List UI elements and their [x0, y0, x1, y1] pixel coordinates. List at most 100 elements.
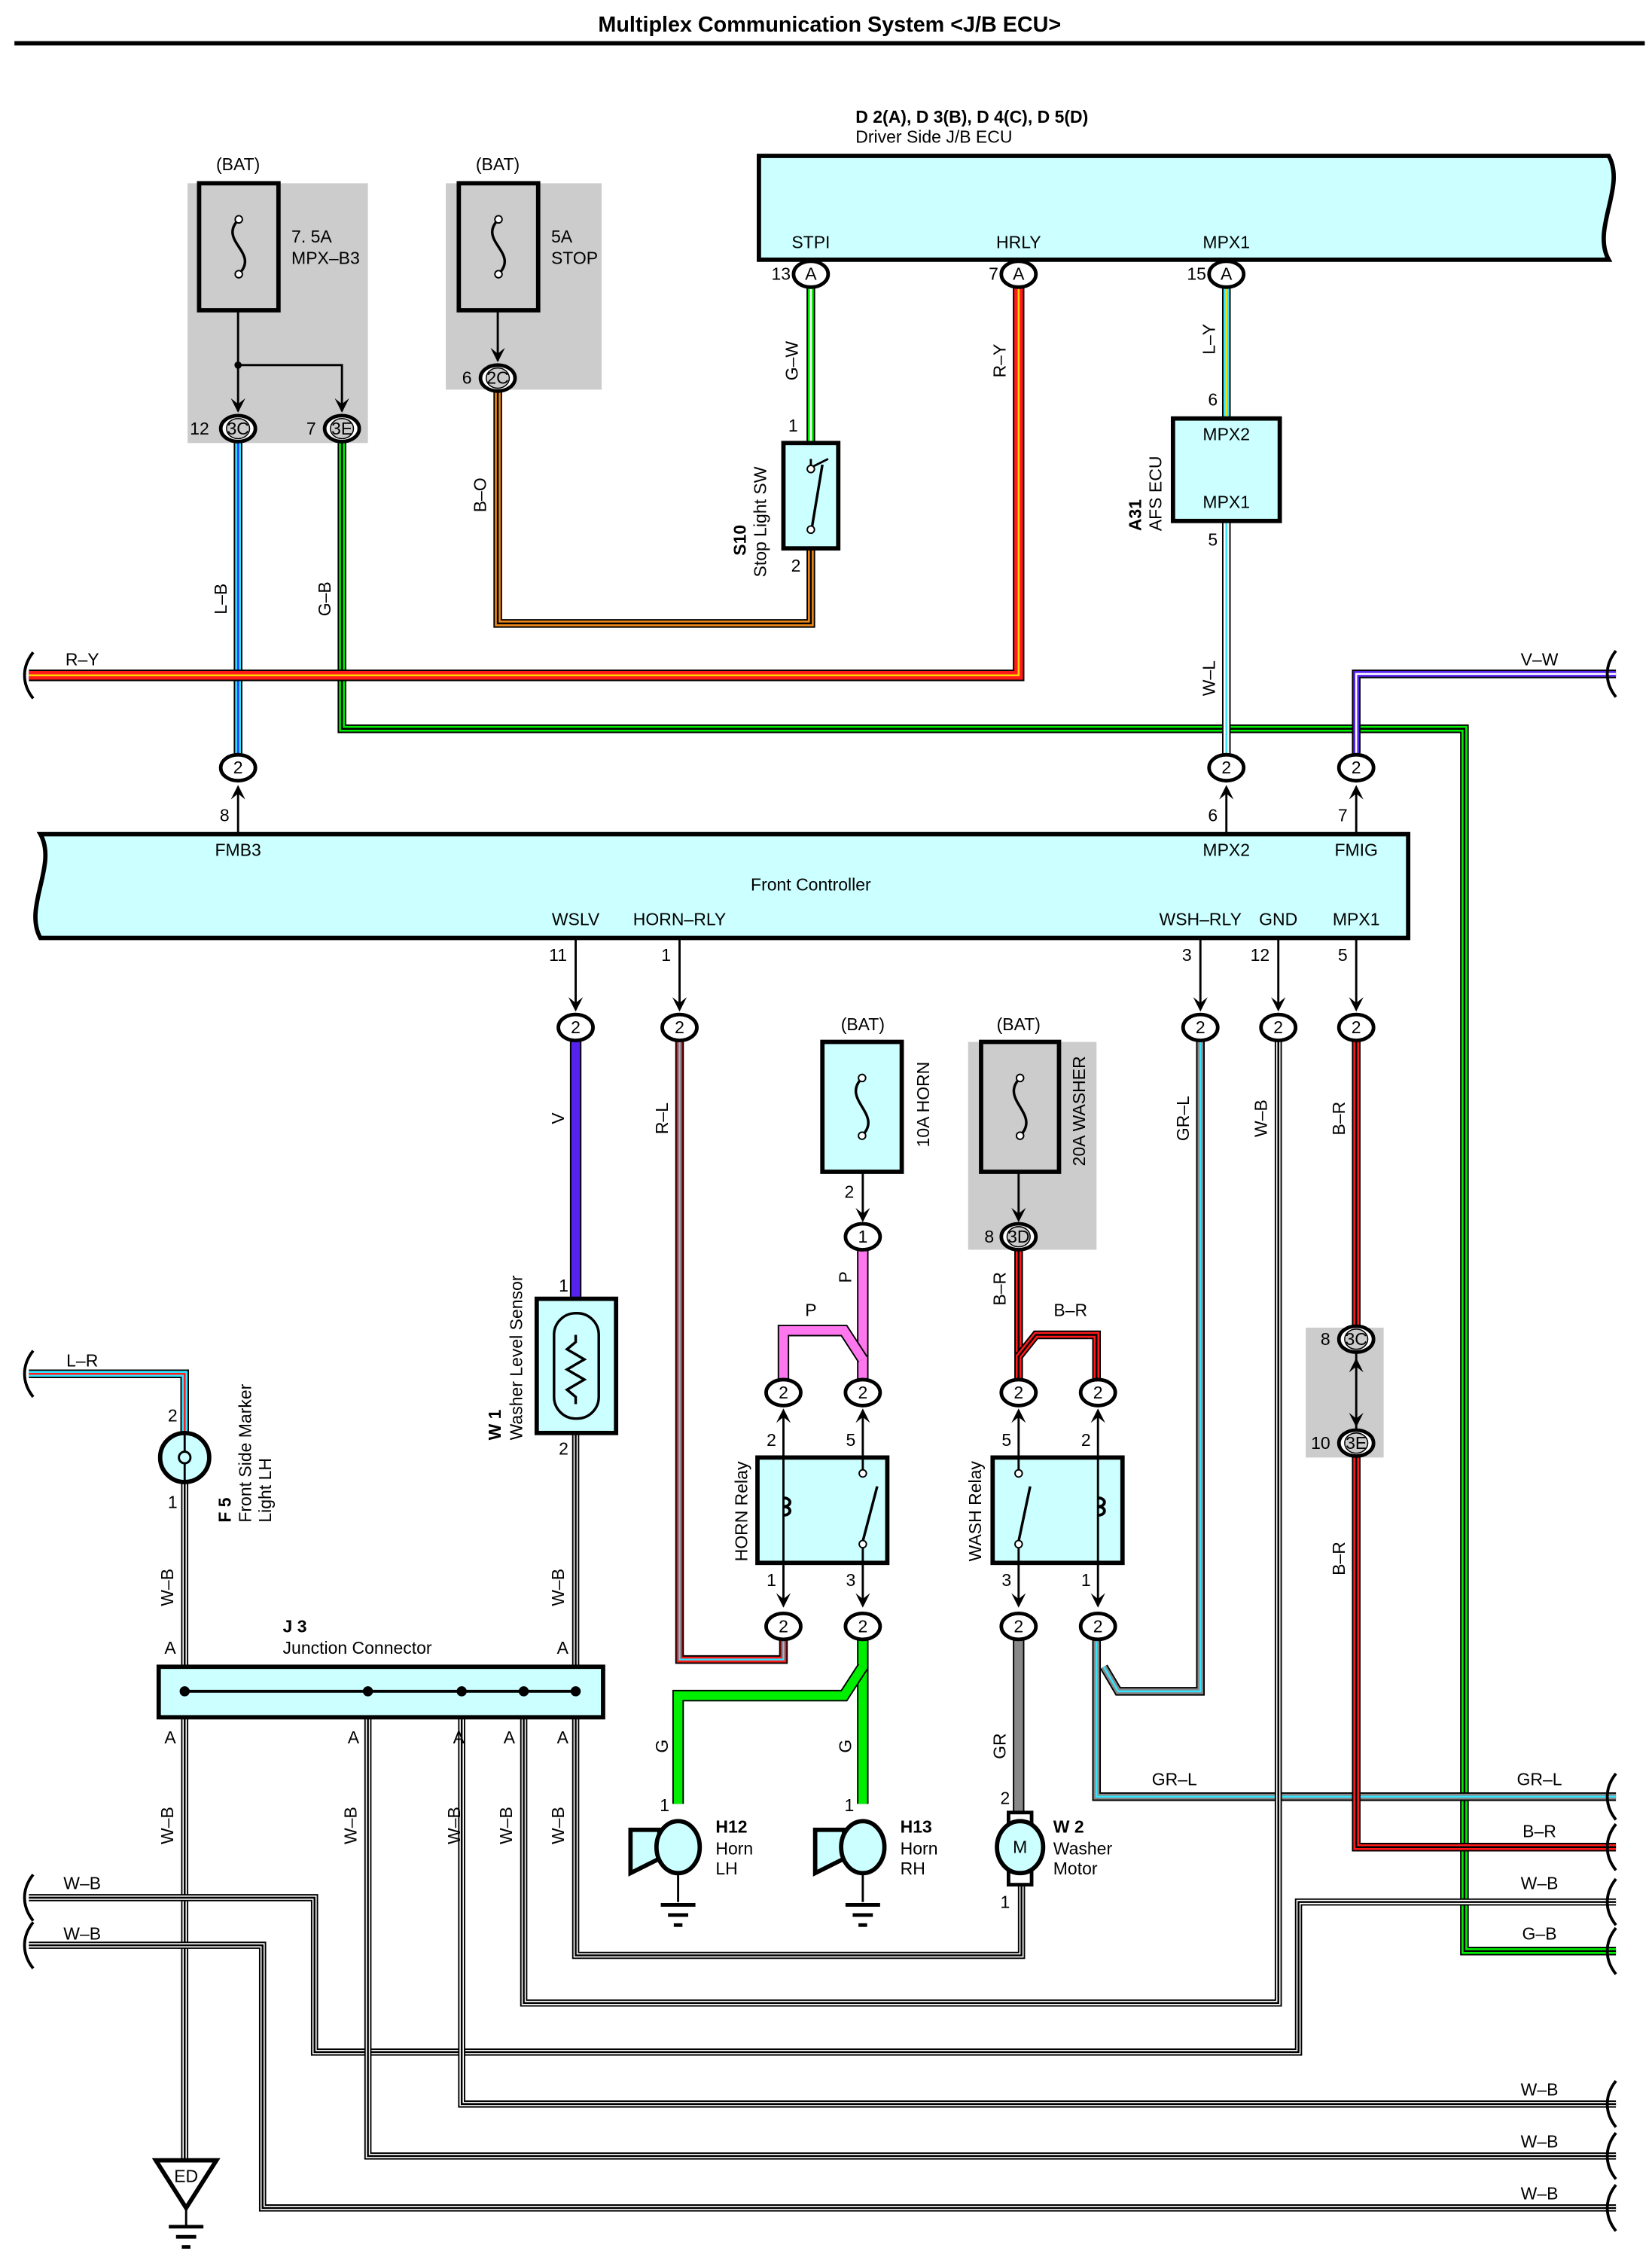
connector-label: 2	[1273, 1017, 1283, 1037]
relay-terminal	[1014, 1539, 1023, 1549]
connector-label: 2	[779, 1383, 788, 1402]
wire-color-code: P	[836, 1271, 855, 1283]
wire-r-l-stripe	[678, 1039, 785, 1661]
pin-number: 15	[1187, 264, 1206, 284]
terminal-label: HORN–RLY	[633, 909, 726, 929]
terminal-label: A	[164, 1638, 176, 1658]
pin-number: 8	[220, 805, 230, 825]
motor-name: Washer	[1053, 1838, 1113, 1858]
wire-color-code: R–L	[652, 1103, 672, 1134]
fuse-rating: 5A	[551, 227, 573, 246]
wire-break-icon	[23, 651, 35, 700]
wire-v-w-stripe	[1355, 673, 1617, 754]
connector-3d-inner	[1006, 1226, 1031, 1248]
arrow-icon	[1349, 1358, 1364, 1373]
wire-color-code: G	[836, 1740, 855, 1753]
wire-b-r-branch-stripe	[1017, 1334, 1098, 1381]
wire-color-code: B–R	[990, 1272, 1010, 1306]
wire-g-lh-fill	[673, 1664, 867, 1804]
terminal-label: FMIG	[1334, 840, 1377, 859]
connector-a	[999, 259, 1038, 289]
junction-dot	[570, 1686, 581, 1697]
horn-lh	[654, 1819, 703, 1876]
wire-color-code: G	[652, 1740, 672, 1753]
connector-3e-inner	[1344, 1432, 1369, 1454]
wire-color-code: W–B	[157, 1569, 177, 1606]
fuse-stop-terminal	[494, 215, 503, 224]
connector	[843, 1611, 882, 1642]
pin-number: 1	[661, 945, 671, 965]
relay-switch-blade-icon	[1017, 1486, 1032, 1542]
pin-number: 1	[1081, 1570, 1091, 1590]
terminal-label: MPX2	[1202, 424, 1250, 444]
wire-r-y-stripe	[29, 285, 1020, 677]
junction-block-stop	[446, 183, 602, 390]
horn-code: H13	[901, 1817, 932, 1837]
wire-w-b-j3-b-fill	[459, 1691, 1617, 2106]
wire-color-code: W–B	[63, 1923, 101, 1943]
wire-color-code: B–R	[1053, 1301, 1087, 1320]
arrow-icon	[1271, 997, 1286, 1012]
fuse-washer	[979, 1039, 1062, 1174]
splice-dot	[234, 361, 242, 369]
horn-relay	[755, 1455, 890, 1566]
wire-p-branch-fill	[779, 1326, 867, 1381]
relay-name: HORN Relay	[732, 1461, 751, 1561]
wire-color-code: G–B	[315, 581, 334, 616]
wire-w-b-left2	[29, 1941, 1617, 2212]
front-controller	[33, 831, 1411, 941]
wire-color-code: GR	[990, 1733, 1010, 1758]
arrow-icon	[776, 1408, 791, 1423]
connector-1-label: 1	[858, 1227, 867, 1246]
wire-color-code: GR–L	[1517, 1769, 1562, 1789]
junction-dot	[518, 1686, 529, 1697]
connector-label: 2	[1352, 758, 1361, 777]
pin-number: 1	[767, 1570, 776, 1590]
connector-a-label: A	[805, 264, 817, 284]
wire-color-code: W–B	[1521, 2079, 1559, 2099]
fuse-name: MPX–B3	[291, 249, 360, 268]
horn-name: Horn	[901, 1838, 938, 1858]
motor-name: Motor	[1053, 1859, 1098, 1878]
wire-v-w-fill	[1353, 671, 1617, 754]
wire-w-b-j3-b	[458, 1691, 1617, 2108]
arrow-icon	[1011, 1593, 1026, 1608]
connector-3e-label: 3E	[331, 419, 352, 438]
connector-3c-inner	[226, 417, 251, 440]
junction-dot	[179, 1686, 190, 1697]
wire-b-r-mpx1-lower-fill	[1353, 1454, 1617, 1850]
pin-number: 6	[1208, 389, 1218, 409]
connector-label: 2	[779, 1616, 788, 1636]
pin-number: 5	[846, 1430, 855, 1450]
junction-dot	[456, 1686, 467, 1697]
switch-terminal	[806, 465, 815, 474]
components-layer	[14, 41, 1645, 2249]
jb-ecu-code: D 2(A), D 3(B), D 4(C), D 5(D)	[855, 107, 1088, 127]
connector-a-label: A	[1013, 264, 1025, 284]
stop-sw-code: S10	[730, 525, 750, 556]
wire-color-code: GR–L	[1152, 1769, 1197, 1789]
connector	[1337, 752, 1376, 783]
side-marker-name: Front Side Marker	[235, 1383, 255, 1522]
terminal-label: A	[504, 1728, 516, 1747]
relay-coil-icon	[783, 1496, 791, 1517]
pin-number: 3	[1001, 1570, 1011, 1590]
wire-color-code: W–L	[1199, 660, 1218, 696]
resistor-icon	[564, 1334, 587, 1405]
fuse-washer-terminal	[1015, 1131, 1025, 1140]
connector-a	[1207, 259, 1246, 289]
fuse-rating: 7. 5A	[291, 227, 332, 246]
connector-1	[843, 1222, 882, 1252]
wire-color-code: L–R	[66, 1351, 98, 1371]
pin-number: 3	[846, 1570, 855, 1590]
sensor-name: Washer Level Sensor	[507, 1275, 526, 1440]
arrow-icon	[490, 347, 505, 362]
connector-label: 2	[1221, 758, 1231, 777]
connector-label: 2	[675, 1017, 684, 1037]
side-marker-code: F 5	[215, 1497, 235, 1522]
wire-break-icon	[1605, 650, 1617, 698]
fuse-horn-terminal	[858, 1131, 867, 1140]
wire-break-icon	[1605, 1772, 1617, 1821]
wire-break-icon	[23, 1921, 35, 1969]
